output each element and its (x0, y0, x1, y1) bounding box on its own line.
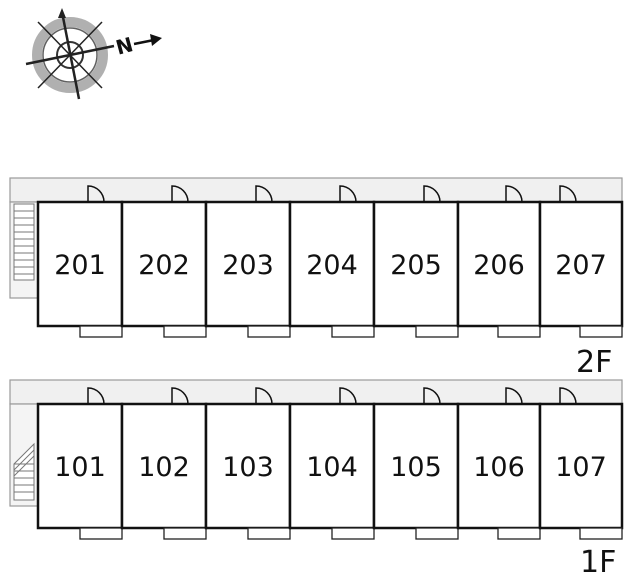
door-icon (171, 185, 189, 203)
door-icon (87, 185, 105, 203)
door-icon (87, 387, 105, 405)
floor-label-2f: 2F (576, 345, 612, 380)
unit-205: 205 (372, 185, 460, 338)
stairs-1f (13, 442, 35, 501)
unit-202: 202 (120, 185, 208, 338)
unit-label: 205 (390, 250, 442, 281)
unit-label: 202 (138, 250, 190, 281)
door-icon (339, 185, 357, 203)
balcony (497, 527, 541, 540)
balcony (163, 527, 207, 540)
balcony (415, 527, 459, 540)
door-icon (423, 387, 441, 405)
unit-label: 104 (306, 452, 358, 483)
balcony (415, 325, 459, 338)
corridor-2f (9, 177, 623, 203)
stairs-2f (13, 203, 35, 281)
door-icon (171, 387, 189, 405)
unit-label: 204 (306, 250, 358, 281)
unit-204: 204 (288, 185, 376, 338)
unit-label: 102 (138, 452, 190, 483)
unit-label: 103 (222, 452, 274, 483)
north-label: N (113, 32, 135, 60)
door-icon (559, 387, 577, 405)
unit-label: 101 (54, 452, 106, 483)
door-icon (505, 387, 523, 405)
door-icon (559, 185, 577, 203)
balcony (79, 325, 123, 338)
balcony (163, 325, 207, 338)
unit-label: 107 (555, 452, 607, 483)
north-arrow-icon (133, 34, 162, 46)
unit-206: 206 (456, 185, 542, 338)
balcony (331, 325, 375, 338)
unit-label: 105 (390, 452, 442, 483)
door-icon (423, 185, 441, 203)
unit-label: 106 (473, 452, 525, 483)
unit-106: 106 (456, 387, 542, 540)
unit-label: 203 (222, 250, 274, 281)
balcony (579, 325, 623, 338)
unit-201: 201 (36, 185, 124, 338)
balcony (497, 325, 541, 338)
floor-2f: 201 202 203 204 205 (9, 177, 624, 380)
floor-label-1f: 1F (580, 545, 616, 580)
balcony (331, 527, 375, 540)
door-icon (255, 185, 273, 203)
balcony (79, 527, 123, 540)
balcony (579, 527, 623, 540)
unit-101: 101 (36, 387, 124, 540)
unit-105: 105 (372, 387, 460, 540)
unit-label: 207 (555, 250, 607, 281)
compass-rose-icon (25, 8, 115, 100)
unit-label: 201 (54, 250, 106, 281)
unit-207: 207 (538, 185, 624, 338)
floor-1f: 101 102 103 104 105 (9, 379, 624, 580)
unit-103: 103 (204, 387, 292, 540)
unit-203: 203 (204, 185, 292, 338)
unit-107: 107 (538, 387, 624, 540)
door-icon (339, 387, 357, 405)
door-icon (255, 387, 273, 405)
unit-104: 104 (288, 387, 376, 540)
balcony (247, 527, 291, 540)
door-icon (505, 185, 523, 203)
balcony (247, 325, 291, 338)
corridor-1f (9, 379, 623, 405)
unit-label: 206 (473, 250, 525, 281)
unit-102: 102 (120, 387, 208, 540)
